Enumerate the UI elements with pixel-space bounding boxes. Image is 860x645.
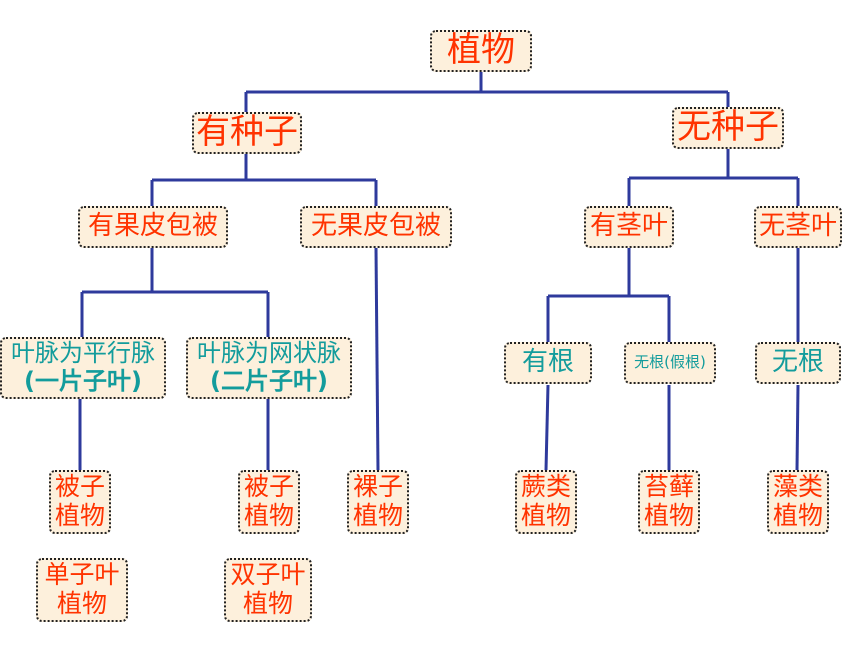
node-label-line1: 单子叶 — [44, 560, 120, 590]
node-label-line2: (一片子叶) — [24, 367, 142, 395]
node-label-line2: 植物 — [243, 501, 294, 530]
node-has-seed: 有种子 — [192, 112, 302, 154]
node-label-line2: 植物 — [352, 501, 403, 530]
node-algae: 藻类 植物 — [767, 470, 829, 534]
node-has-pericarp: 有果皮包被 — [78, 206, 228, 248]
node-label-line1: 藻类 — [772, 472, 823, 502]
node-label: 有根 — [521, 347, 574, 378]
node-fern: 蕨类 植物 — [515, 470, 577, 534]
node-label: 有种子 — [196, 112, 298, 153]
node-label-line1: 双子叶 — [230, 560, 306, 590]
node-gymnosperm: 裸子 植物 — [347, 470, 409, 534]
node-label-line2: 植物 — [772, 501, 823, 530]
node-netted-vein: 叶脉为网状脉 (二片子叶) — [186, 337, 352, 399]
node-no-root-pseudo: 无根(假根) — [624, 342, 716, 384]
node-label-line1: 叶脉为网状脉 — [197, 339, 341, 368]
connector — [795, 384, 800, 471]
node-label-line1: 蕨类 — [520, 472, 571, 502]
node-label: 有茎叶 — [589, 211, 668, 242]
node-angiosperm-1: 被子 植物 — [49, 470, 111, 534]
node-no-seed: 无种子 — [672, 107, 784, 149]
node-label-line1: 苔藓 — [643, 472, 694, 502]
node-plant: 植物 — [430, 30, 532, 72]
node-has-stem-leaf: 有茎叶 — [584, 206, 674, 248]
node-label-line2: 植物 — [643, 501, 694, 530]
node-parallel-vein: 叶脉为平行脉 (一片子叶) — [0, 337, 166, 399]
node-monocot: 单子叶 植物 — [36, 558, 128, 622]
connector — [544, 384, 550, 471]
node-label-line1: 被子 — [54, 472, 105, 502]
node-label: 植物 — [447, 30, 515, 71]
node-label: 无根(假根) — [634, 353, 706, 372]
node-label-line1: 被子 — [243, 472, 294, 502]
node-label: 无茎叶 — [758, 211, 837, 242]
node-label-line2: 植物 — [520, 501, 571, 530]
node-angiosperm-2: 被子 植物 — [238, 470, 300, 534]
node-label: 无果皮包被 — [310, 211, 441, 242]
node-moss: 苔藓 植物 — [638, 470, 700, 534]
node-label: 无种子 — [677, 107, 779, 148]
node-label-line1: 裸子 — [352, 472, 403, 502]
node-label-line2: 植物 — [242, 589, 293, 618]
node-label-line2: 植物 — [54, 501, 105, 530]
connector — [374, 247, 380, 471]
node-no-stem-leaf: 无茎叶 — [754, 206, 842, 248]
node-no-pericarp: 无果皮包被 — [300, 206, 452, 248]
node-dicot: 双子叶 植物 — [224, 558, 312, 622]
node-label-line1: 叶脉为平行脉 — [11, 339, 155, 368]
node-no-root: 无根 — [755, 342, 841, 384]
node-label-line2: 植物 — [56, 589, 107, 618]
node-label: 有果皮包被 — [87, 211, 218, 242]
node-label: 无根 — [771, 347, 824, 378]
node-has-root: 有根 — [504, 342, 592, 384]
node-label-line2: (二片子叶) — [210, 367, 328, 395]
